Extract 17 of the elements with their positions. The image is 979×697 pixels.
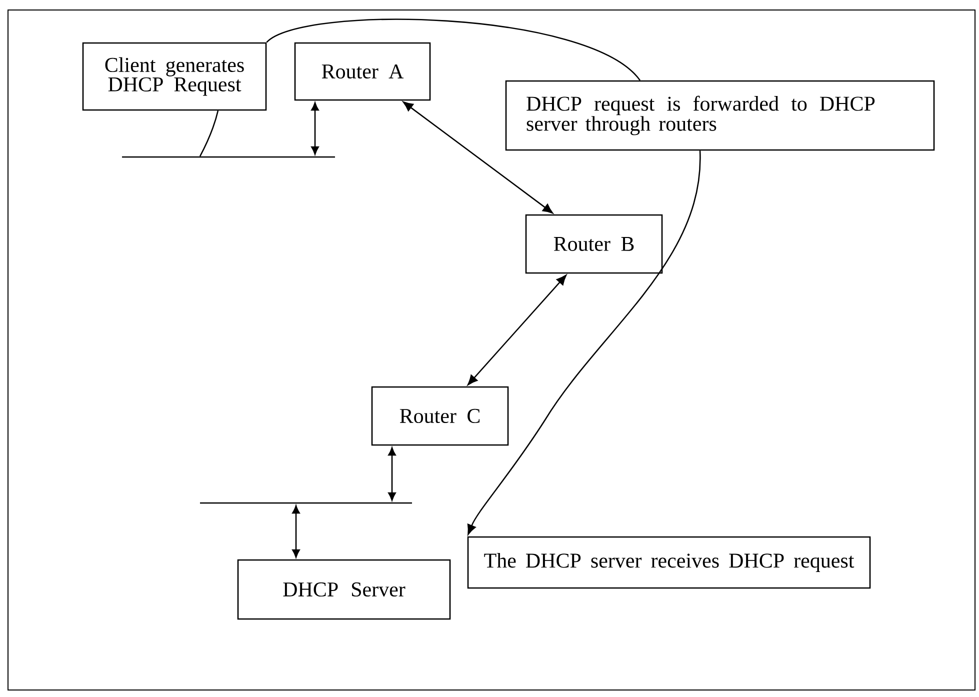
double-arrow xyxy=(292,505,300,558)
router-box: Router B xyxy=(525,214,663,274)
note-box: DHCP request is forwarded to DHCP server through routers xyxy=(505,80,935,151)
network-line xyxy=(121,156,336,158)
double-arrow xyxy=(388,447,396,501)
leader-line xyxy=(199,110,219,157)
router-box: Router C xyxy=(371,386,509,446)
note-box: The DHCP server receives DHCP request xyxy=(467,536,871,589)
double-arrow xyxy=(311,102,319,155)
callout-box: Client generates DHCP Request xyxy=(82,42,267,111)
network-line xyxy=(199,502,413,504)
connector-line xyxy=(266,18,640,81)
router-box: Router A xyxy=(294,42,431,101)
curved-arrow xyxy=(467,150,701,535)
double-arrow xyxy=(468,274,566,386)
server-box: DHCP Server xyxy=(237,559,451,620)
double-arrow xyxy=(402,101,554,214)
